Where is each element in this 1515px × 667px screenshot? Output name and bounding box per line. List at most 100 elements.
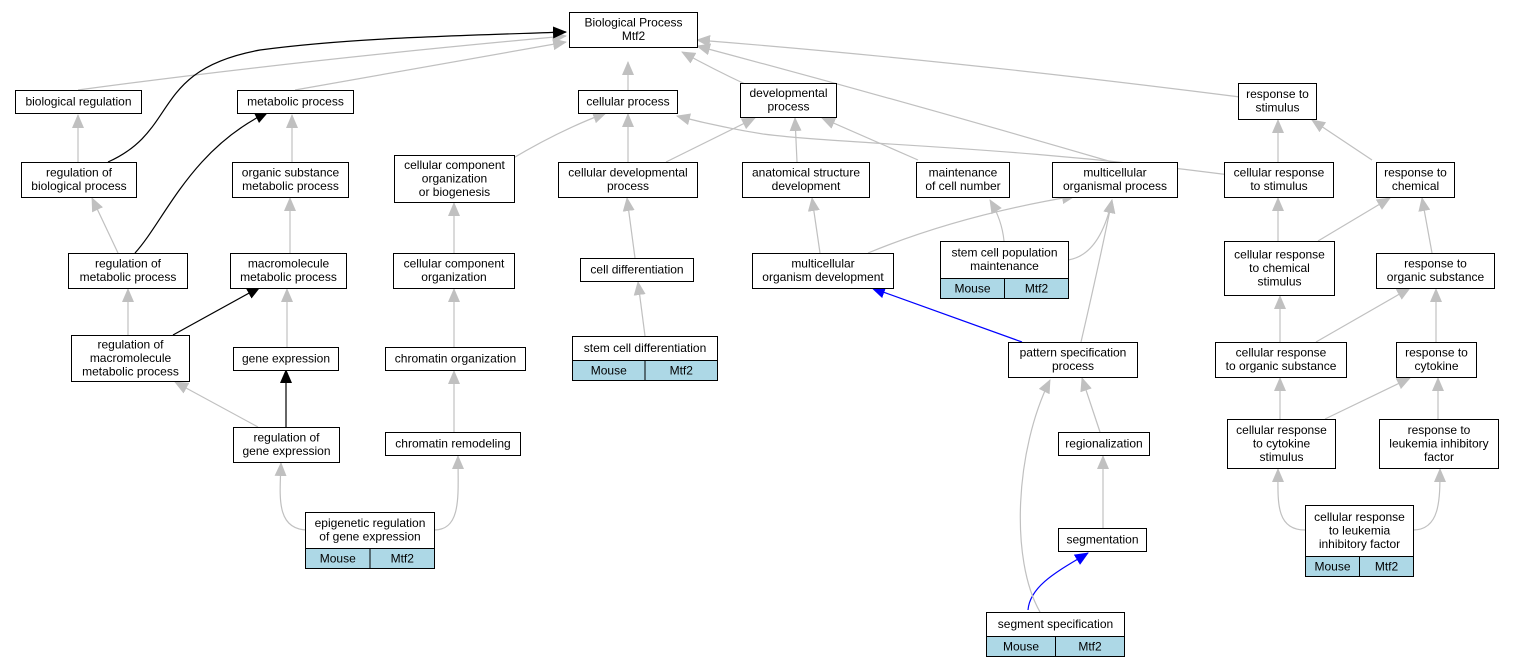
annotation-gene-cell bbox=[644, 360, 718, 381]
edge-is_a-reggexp-to-regmacro bbox=[174, 381, 259, 428]
node-box bbox=[572, 336, 718, 361]
edge-is_a-crlif-to-crcyt bbox=[1271, 468, 1306, 531]
node-label-line: gene expression bbox=[242, 351, 330, 365]
node-box bbox=[1052, 162, 1178, 198]
annotation-gene-label: Mtf2 bbox=[1078, 640, 1102, 654]
node-box bbox=[15, 90, 142, 114]
node-label-line: organic substance bbox=[1387, 270, 1485, 284]
node-box bbox=[385, 432, 521, 456]
node-box bbox=[578, 90, 678, 114]
node-label-line: factor bbox=[1424, 450, 1454, 464]
edge-is_a-crcyt-to-rcyt bbox=[1324, 377, 1411, 420]
node-box bbox=[1396, 342, 1477, 378]
node-label-line: biological regulation bbox=[25, 94, 131, 108]
node-label-line: organismal process bbox=[1063, 179, 1167, 193]
node-celldiff[interactable]: cell differentiation bbox=[580, 258, 694, 282]
node-breg[interactable]: biological regulation bbox=[15, 90, 142, 114]
node-box bbox=[1224, 162, 1334, 198]
annotation-gene-cell bbox=[369, 548, 435, 569]
node-seg[interactable]: segmentation bbox=[1058, 528, 1147, 552]
node-label-line: response to bbox=[1408, 423, 1471, 437]
node-box bbox=[1379, 419, 1499, 469]
node-label-line: of cell number bbox=[925, 179, 1000, 193]
node-label-line: multicellular bbox=[791, 257, 854, 271]
node-label-line: stimulus bbox=[1257, 274, 1301, 288]
node-box bbox=[986, 612, 1125, 637]
node-met[interactable]: metabolic process bbox=[237, 90, 354, 114]
edge-part_of-segspec-to-seg bbox=[1027, 552, 1089, 611]
node-label-line: organization bbox=[422, 171, 487, 185]
node-label-line: organism development bbox=[762, 270, 884, 284]
node-cellp[interactable]: cellular process bbox=[578, 90, 678, 114]
node-label-line: regulation of bbox=[95, 257, 162, 271]
edge-is_a-celldev-to-dev bbox=[665, 117, 756, 163]
node-label-line: to chemical bbox=[1249, 261, 1310, 275]
node-label-line: response to bbox=[1405, 346, 1468, 360]
edge-regulates-regmacro-to-macro bbox=[172, 286, 261, 336]
edge-is_a-asd-to-dev bbox=[789, 117, 802, 163]
edge-is_a-regionz-to-pattern bbox=[1080, 377, 1101, 433]
node-label-line: segmentation bbox=[1066, 532, 1138, 546]
edge-is_a-epi-to-chrrem bbox=[433, 455, 465, 531]
node-box bbox=[916, 162, 1010, 198]
node-regionz[interactable]: regionalization bbox=[1058, 432, 1150, 456]
annotation-species-label: Mouse bbox=[591, 364, 627, 378]
node-label-line: chromatin remodeling bbox=[395, 436, 510, 450]
node-gexp[interactable]: gene expression bbox=[233, 347, 339, 371]
edge-is_a-resp-to-bp bbox=[696, 35, 1241, 98]
node-box bbox=[569, 12, 698, 48]
edge-is_a-met-to-bp bbox=[294, 38, 567, 91]
node-label-line: metabolic process bbox=[247, 94, 344, 108]
node-label-line: of gene expression bbox=[319, 530, 420, 544]
edge-is_a-regmet-to-regbp bbox=[91, 197, 119, 254]
node-label-line: regulation of bbox=[97, 337, 164, 351]
annotation-gene-cell bbox=[1359, 556, 1414, 577]
annotation-species-label: Mouse bbox=[1003, 640, 1039, 654]
node-label-line: cellular response bbox=[1234, 166, 1325, 180]
annotation-species-label: Mouse bbox=[320, 552, 356, 566]
node-label-line: cellular developmental bbox=[568, 166, 687, 180]
node-label-line: or biogenesis bbox=[419, 185, 490, 199]
node-label-line: response to bbox=[1246, 87, 1309, 101]
node-box bbox=[233, 427, 340, 463]
edge-is_a-segspec-to-pattern bbox=[1019, 379, 1051, 613]
node-label-line: cytokine bbox=[1414, 359, 1458, 373]
node-box bbox=[752, 253, 894, 289]
node-chrorg[interactable]: chromatin organization bbox=[385, 347, 526, 371]
node-label-line: metabolic process bbox=[242, 179, 339, 193]
edge-is_a-rorg-to-respchem bbox=[1418, 197, 1433, 254]
node-label-line: developmental bbox=[749, 86, 827, 100]
node-chrrem[interactable]: chromatin remodeling bbox=[385, 432, 521, 456]
